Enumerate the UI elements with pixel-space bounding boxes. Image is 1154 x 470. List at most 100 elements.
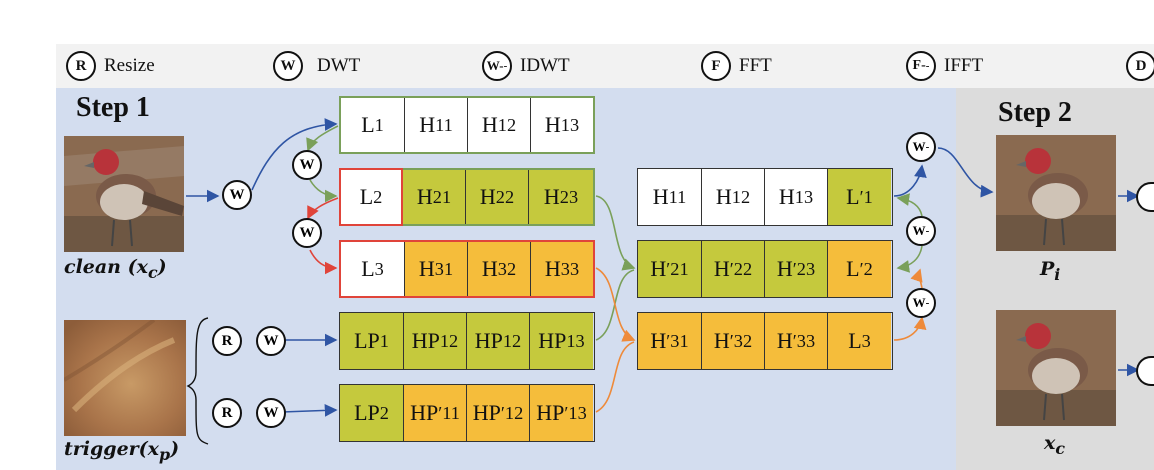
idwt-symbol-icon: W-- (482, 51, 512, 81)
cell-l2-2-sub: 22 (495, 186, 515, 207)
dwt-node-2: W (292, 150, 322, 180)
legend-dwt-label: DWT (317, 55, 361, 76)
row-m2: H′21 H′22 H′23 L′2 (637, 240, 893, 298)
cell-l3-2-main: H (481, 256, 498, 281)
clean-caption: clean (xc) (64, 256, 167, 282)
legend-bar (56, 44, 1154, 88)
cell-m2-2-main: H (776, 256, 793, 281)
cell-m2-3-sub: ′2 (859, 258, 873, 279)
cell-l3-0-main: L (361, 256, 375, 281)
step2-title: Step 2 (998, 97, 1072, 128)
poisoned-caption-text: P (1040, 258, 1055, 280)
cell-l3-1-main: H (418, 256, 435, 281)
cell-m2-3-main: L (846, 256, 860, 281)
cell-m3-3-main: L (848, 328, 862, 353)
inverse-mark-icon: - (925, 60, 930, 72)
resize-node-2: R (212, 398, 242, 428)
fft-node-1 (1136, 182, 1154, 212)
cell-lp1-3-sub: 13 (566, 330, 585, 351)
cell-lp1-1-sub: 12 (439, 330, 459, 351)
resize-node-1: R (212, 326, 242, 356)
cell-m3-0-main: H (650, 328, 667, 353)
cell-lp1-3-main: HP (538, 328, 567, 353)
cell-m3-1-main: H (713, 328, 730, 353)
cell-m3-0: H′31 (638, 313, 702, 369)
cell-l2-3-main: H (543, 184, 560, 209)
idwt-node-1: W- (906, 132, 936, 162)
trigger-caption-sub: p (159, 444, 171, 464)
legend-ifft-label: IFFT (944, 55, 984, 76)
cell-m1-1-main: H (715, 184, 732, 209)
cell-m1-3-main: L (846, 184, 860, 209)
cell-l1-1-main: H (419, 112, 436, 137)
clean-caption-step2-sub: c (1055, 438, 1065, 458)
dwt-node-4: W (256, 326, 286, 356)
legend-d: D (1126, 50, 1154, 82)
trigger-caption: trigger(xp) (64, 438, 179, 464)
legend-resize-label: Resize (104, 55, 155, 76)
cell-m1-3: L′1 (828, 169, 891, 225)
cell-m2-0-main: H (650, 256, 667, 281)
clean-caption-sub: c (147, 262, 158, 282)
legend-idwt: W-- IDWT (482, 50, 570, 82)
inverse-mark-icon: - (925, 141, 930, 153)
cell-lp2-0-main: LP (354, 400, 380, 425)
clean-caption-end: ) (157, 256, 167, 278)
cell-l1-1-sub: 11 (435, 114, 453, 135)
fft-node-2 (1136, 356, 1154, 386)
dwt-node-5: W (256, 398, 286, 428)
cell-lp1-2-main: HP (474, 328, 503, 353)
clean-caption-step2: xc (1044, 432, 1065, 458)
ifft-symbol-icon: F-- (906, 51, 936, 81)
cell-m1-2-sub: 13 (794, 186, 814, 207)
cell-l2-0-main: L (359, 184, 374, 209)
step1-title: Step 1 (76, 92, 150, 123)
cell-lp2-2-main: HP (472, 400, 501, 425)
legend-ifft: F-- IFFT (906, 50, 983, 82)
cell-lp1-0-main: LP (354, 328, 380, 353)
cell-l3-3-main: H (544, 256, 561, 281)
clean-caption-text: clean (x (64, 256, 148, 278)
cell-m2-1: H′22 (702, 241, 765, 297)
cell-m3-2-sub: ′33 (792, 330, 816, 351)
cell-l2-1-sub: 21 (432, 186, 452, 207)
cell-m1-0-main: H (652, 184, 669, 209)
cell-m2-0-sub: ′21 (666, 258, 689, 279)
cell-m2-3: L′2 (828, 241, 891, 297)
trigger-caption-end: ) (170, 438, 180, 460)
cell-m2-2: H′23 (765, 241, 828, 297)
cell-m1-0-sub: 11 (668, 186, 687, 207)
legend-dwt: W DWT (273, 50, 360, 82)
cell-l2-0-sub: 2 (373, 186, 383, 207)
dwt-symbol-icon: W (273, 51, 303, 81)
cell-m2-1-main: H (713, 256, 730, 281)
cell-l1-0-main: L (361, 112, 375, 137)
cell-lp2-0-sub: 2 (379, 402, 389, 423)
cell-l1-0-sub: 1 (374, 114, 384, 135)
cell-m2-0: H′21 (638, 241, 702, 297)
cell-m3-0-sub: ′31 (666, 330, 689, 351)
cell-lp1-0-sub: 1 (379, 330, 389, 351)
legend-fft-label: FFT (739, 55, 772, 76)
clean-image-step2 (996, 310, 1116, 426)
clean-caption-step2-text: x (1044, 432, 1056, 454)
cell-lp1-2-sub: 12 (502, 330, 522, 351)
cell-lp2-3-sub: ′13 (564, 402, 587, 423)
cell-lp2-3-main: HP (536, 400, 565, 425)
